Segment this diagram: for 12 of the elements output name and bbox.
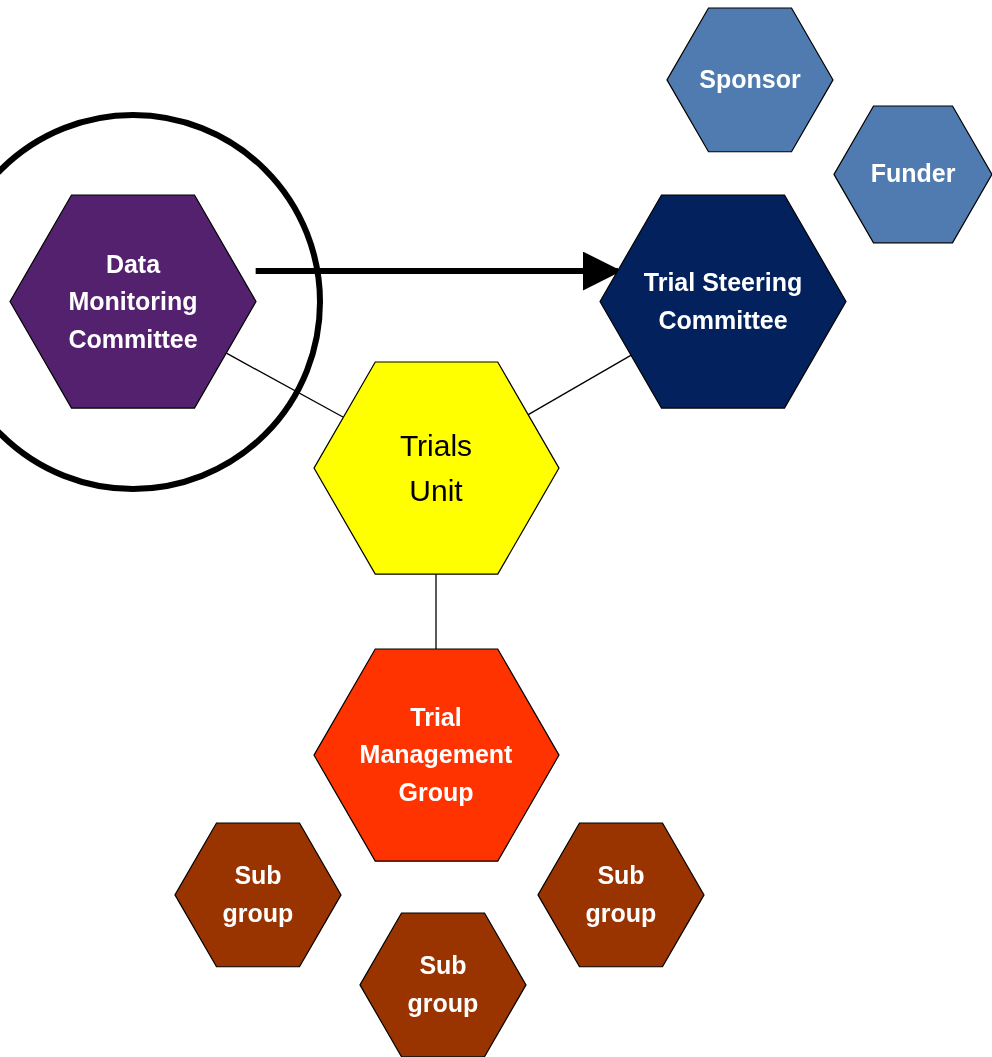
node-label: Data Monitoring Committee (67, 248, 199, 355)
connector-line (435, 573, 437, 650)
node-label: Sub group (584, 860, 658, 929)
node-label: Funder (869, 158, 957, 190)
node-label: Trial Steering Committee (642, 267, 804, 336)
node-label: Trial Management Group (358, 701, 514, 808)
node-label: Sub group (406, 950, 480, 1019)
node-label: Trials Unit (398, 428, 474, 509)
connector-line (527, 354, 632, 416)
connector-line (225, 352, 344, 418)
node-label: Sub group (221, 860, 295, 929)
node-label: Sponsor (698, 64, 802, 96)
